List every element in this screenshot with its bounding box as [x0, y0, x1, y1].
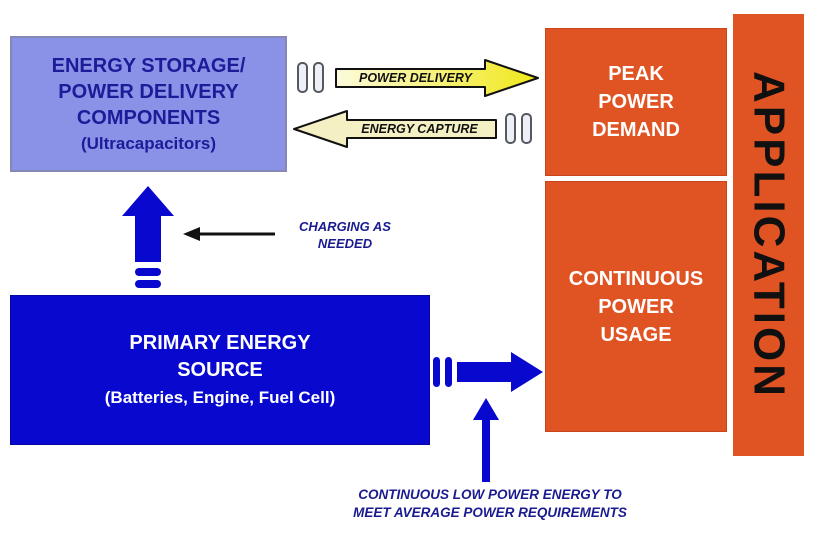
left-arrow-icon — [183, 227, 275, 241]
energy-capture-arrow-icon — [293, 110, 497, 148]
right-arrow-icon — [433, 352, 543, 392]
storage-line-1: ENERGY STORAGE/ — [51, 54, 246, 77]
energy-storage-box: ENERGY STORAGE/ POWER DELIVERY COMPONENT… — [10, 36, 287, 172]
continuous-line-1: CONTINUOUS — [568, 267, 704, 290]
primary-energy-box: PRIMARY ENERGY SOURCE (Batteries, Engine… — [10, 295, 430, 445]
power-delivery-label: POWER DELIVERY — [359, 71, 472, 85]
continuous-feed-arrow — [433, 350, 545, 399]
up-arrow-icon — [473, 398, 499, 482]
storage-line-2: POWER DELIVERY — [58, 80, 239, 103]
application-label: APPLICATION — [744, 71, 794, 399]
primary-line-2: SOURCE — [177, 359, 263, 382]
bottom-note-line-2: MEET AVERAGE POWER REQUIREMENTS — [353, 504, 627, 520]
energy-capture-capacitor-icon — [505, 113, 532, 144]
charging-note-line-2: NEEDED — [317, 235, 373, 251]
capacitor-bar-icon — [297, 62, 308, 93]
capacitor-bar-icon — [313, 62, 324, 93]
charging-up-arrow-icon — [122, 186, 174, 288]
bottom-note-line-1: CONTINUOUS LOW POWER ENERGY TO — [358, 487, 622, 502]
capacitor-bar-icon — [505, 113, 516, 144]
peak-line-1: PEAK — [608, 63, 664, 85]
continuous-line-2: POWER — [598, 295, 674, 318]
bottom-note-up-arrow — [471, 398, 501, 487]
power-delivery-arrow-icon — [335, 59, 539, 97]
application-bar: APPLICATION — [733, 14, 804, 456]
storage-line-4: (Ultracapacitors) — [80, 133, 217, 153]
peak-line-3: DEMAND — [592, 119, 680, 141]
energy-capture-label: ENERGY CAPTURE — [361, 122, 478, 136]
storage-line-3: COMPONENTS — [76, 106, 221, 129]
primary-line-1: PRIMARY ENERGY — [129, 332, 311, 355]
power-delivery-capacitor-icon — [297, 62, 324, 93]
charging-pointer-arrow — [183, 226, 275, 247]
charging-note-line-1: CHARGING AS — [299, 219, 391, 234]
continuous-line-3: USAGE — [600, 323, 672, 346]
charging-up-arrow — [122, 186, 174, 299]
capacitor-bar-icon — [521, 113, 532, 144]
energy-capture-arrow: ENERGY CAPTURE — [292, 110, 497, 148]
peak-line-2: POWER — [598, 91, 674, 113]
power-delivery-arrow: POWER DELIVERY — [335, 59, 540, 97]
charging-note: CHARGING AS NEEDED — [281, 219, 409, 253]
bottom-note: CONTINUOUS LOW POWER ENERGY TO MEET AVER… — [320, 486, 660, 521]
peak-power-box: PEAK POWER DEMAND — [545, 28, 727, 176]
primary-line-3: (Batteries, Engine, Fuel Cell) — [104, 388, 336, 408]
continuous-power-box: CONTINUOUS POWER USAGE — [545, 181, 727, 432]
